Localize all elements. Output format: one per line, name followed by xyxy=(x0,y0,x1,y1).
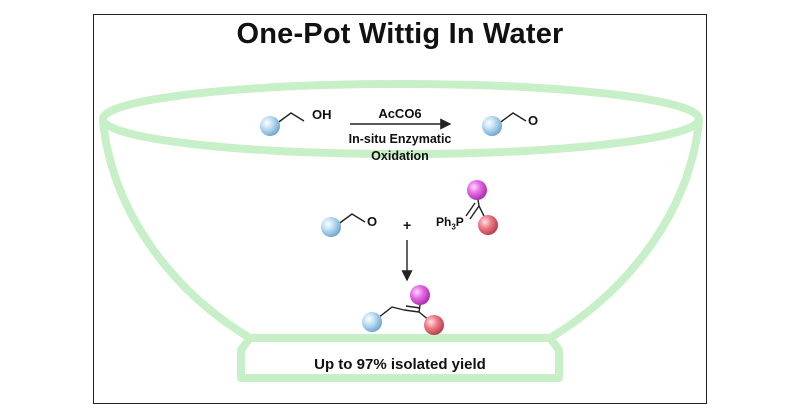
carbonyl-oxygen-label: O xyxy=(528,113,539,128)
carbonyl-oxygen-label: O xyxy=(367,214,378,229)
hydroxyl-label: OH xyxy=(312,107,332,122)
blue-sphere-icon xyxy=(321,217,341,237)
red-sphere-icon xyxy=(478,215,498,235)
alcohol-reactant xyxy=(260,112,305,136)
aldehyde-reactant xyxy=(321,213,366,237)
magenta-sphere-icon xyxy=(410,285,430,305)
aldehyde-product xyxy=(482,112,527,136)
magenta-sphere-icon xyxy=(467,180,487,200)
blue-sphere-icon xyxy=(362,312,382,332)
alkene-product xyxy=(362,285,444,335)
reagent-label: AcCO6 xyxy=(378,106,422,121)
blue-sphere-icon xyxy=(482,116,502,136)
bowl-icon xyxy=(99,80,703,382)
plus-sign: + xyxy=(403,217,412,233)
red-sphere-icon xyxy=(424,315,444,335)
ph3p-label: Ph3P xyxy=(436,215,464,232)
page-title: One-Pot Wittig In Water xyxy=(236,18,564,50)
yield-caption: Up to 97% isolated yield xyxy=(314,356,486,373)
condition-line-2: Oxidation xyxy=(371,149,429,163)
ylide-reactant xyxy=(465,180,498,235)
blue-sphere-icon xyxy=(260,116,280,136)
condition-line-1: In-situ Enzymatic xyxy=(348,132,452,146)
